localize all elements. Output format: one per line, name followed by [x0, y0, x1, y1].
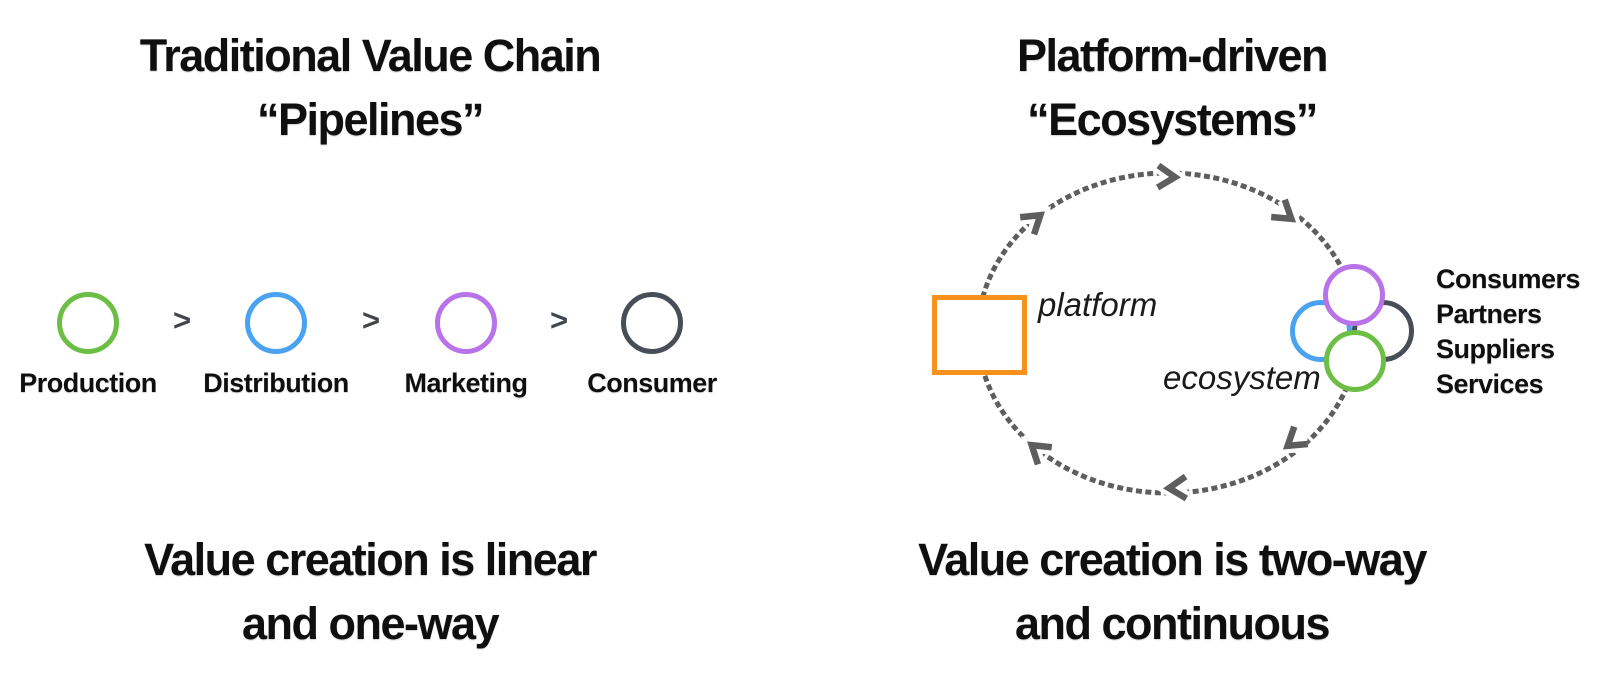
distribution-label: Distribution — [203, 368, 349, 398]
flow-arrow-bottom-left — [1020, 436, 1053, 467]
chain-arrow-3: > — [549, 302, 569, 338]
distribution-circle — [245, 292, 307, 354]
member-partners: Partners — [1436, 299, 1542, 329]
flow-arrows — [1019, 159, 1309, 505]
member-services: Services — [1436, 369, 1544, 399]
production-circle — [57, 292, 119, 354]
left-title: Traditional Value Chain “Pipelines” — [60, 24, 680, 152]
left-caption-line2: and one-way — [241, 598, 500, 649]
left-caption-line1: Value creation is linear — [144, 534, 597, 585]
production-label: Production — [19, 368, 157, 398]
right-title: Platform-driven “Ecosystems” — [822, 24, 1522, 152]
left-caption: Value creation is linear and one-way — [60, 528, 680, 656]
ecosystem-circle-purple — [1323, 264, 1385, 326]
chain-arrow-1: > — [172, 302, 192, 338]
right-title-line2: “Ecosystems” — [1027, 94, 1318, 145]
ecosystem-member-list: Consumers Partners Suppliers Services — [1436, 262, 1581, 402]
right-caption-line2: and continuous — [1015, 598, 1330, 649]
platform-square — [932, 295, 1027, 375]
left-title-line1: Traditional Value Chain — [139, 30, 602, 81]
marketing-label: Marketing — [404, 368, 528, 398]
flow-arrow-top-right — [1270, 197, 1303, 228]
member-consumers: Consumers — [1436, 264, 1581, 294]
right-title-line1: Platform-driven — [1016, 30, 1329, 81]
ecosystem-label: ecosystem — [1163, 359, 1321, 396]
ecosystem-circle-green — [1324, 330, 1386, 392]
consumer-circle — [621, 292, 683, 354]
flow-arrow-top-center — [1153, 159, 1189, 194]
flow-arrow-bottom-center — [1155, 470, 1191, 505]
left-title-line2: “Pipelines” — [256, 94, 485, 145]
flow-arrow-bottom-right — [1276, 424, 1309, 455]
chain-arrow-2: > — [361, 302, 381, 338]
flow-arrow-top-left — [1019, 206, 1052, 237]
right-caption: Value creation is two-way and continuous — [822, 528, 1522, 656]
consumer-label: Consumer — [587, 368, 717, 398]
marketing-circle — [435, 292, 497, 354]
platform-label: platform — [1038, 286, 1158, 323]
member-suppliers: Suppliers — [1436, 334, 1555, 364]
right-caption-line1: Value creation is two-way — [918, 534, 1427, 585]
